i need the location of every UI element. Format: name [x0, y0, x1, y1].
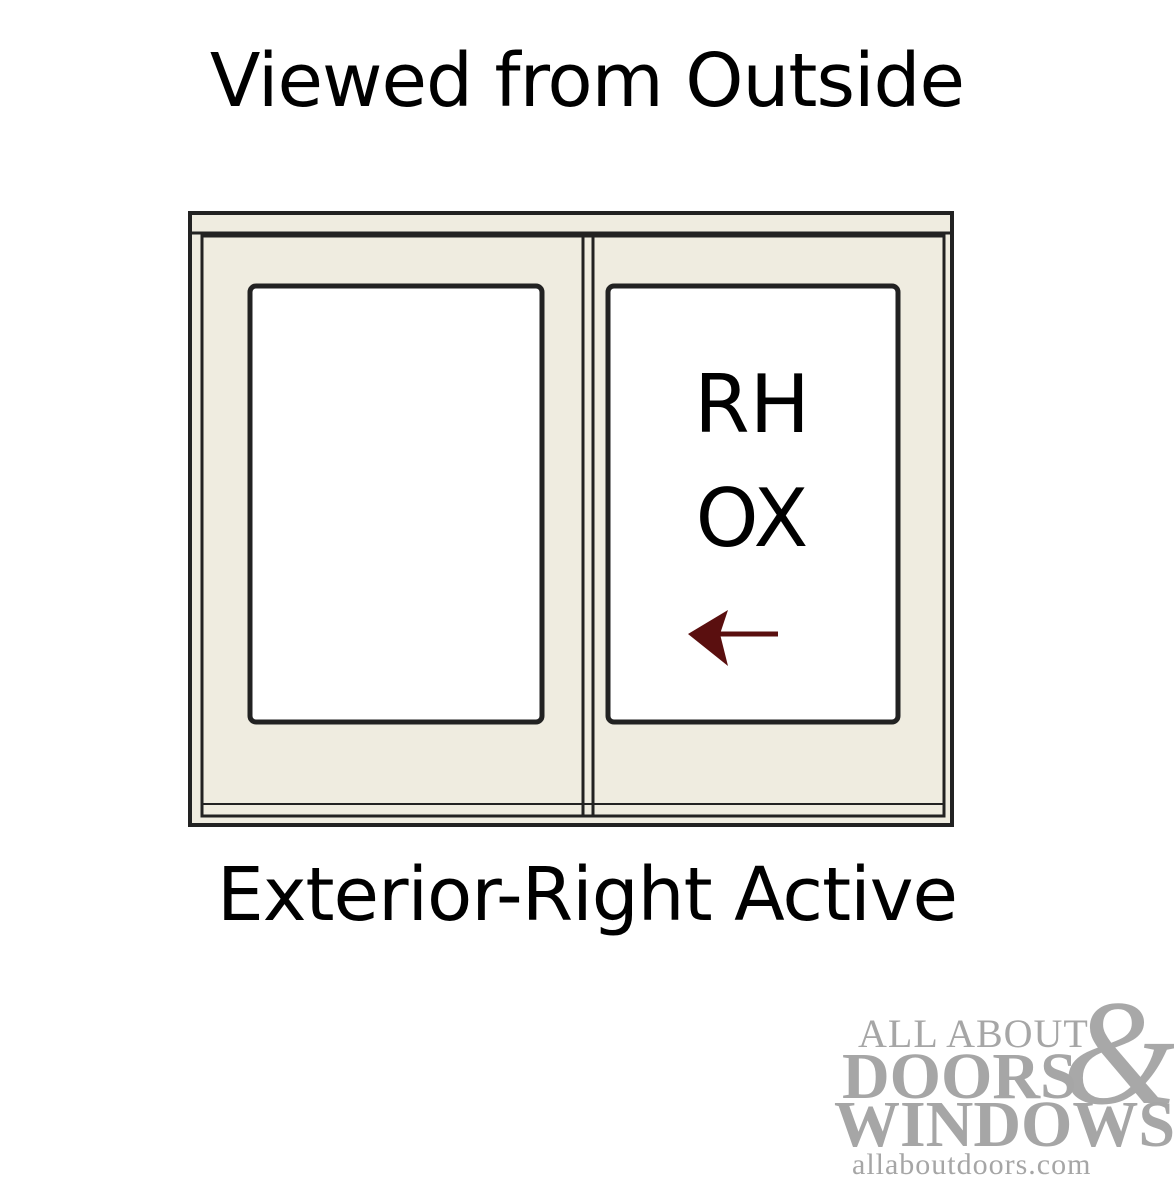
logo-ampersand: & [1062, 970, 1174, 1136]
active-side-caption: Exterior-Right Active [216, 852, 958, 938]
handing-label: RH [694, 358, 810, 451]
configuration-label: OX [695, 472, 809, 565]
logo-line-all-about: ALL ABOUT [858, 1011, 1089, 1056]
view-heading: Viewed from Outside [209, 38, 965, 124]
logo-url: allaboutdoors.com [852, 1148, 1092, 1181]
slide-direction-arrow-icon [688, 610, 778, 666]
logo-line-windows: WINDOWS [834, 1088, 1174, 1161]
fixed-panel-glass [247, 283, 545, 725]
active-panel-glass [605, 283, 901, 725]
logo-line-doors: DOORS [842, 1040, 1077, 1113]
